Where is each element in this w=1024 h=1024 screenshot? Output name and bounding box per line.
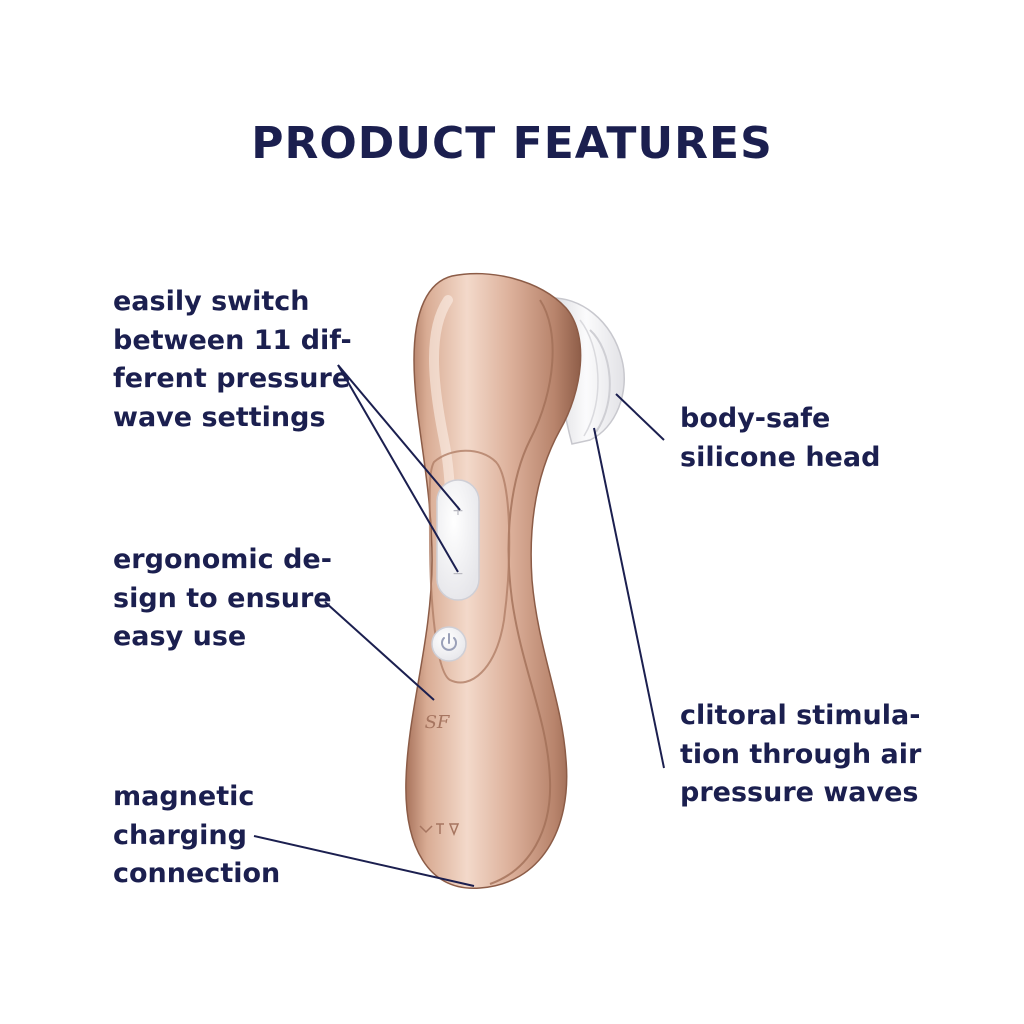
feature-label-ergonomic: ergonomic de- sign to ensure easy use	[113, 544, 332, 652]
pressure-button: + −	[436, 479, 480, 601]
leader-line-ergo	[324, 601, 435, 701]
leader-line-charge	[253, 835, 475, 887]
device-body	[405, 272, 582, 889]
power-icon	[441, 633, 457, 651]
feature-label-silicone-head: body-safe silicone head	[680, 403, 881, 473]
leader-line-stim	[593, 427, 665, 769]
feature-label-settings: easily switch between 11 dif- ferent pre…	[113, 286, 352, 433]
minus-label: −	[452, 566, 464, 582]
leader-line-settings-plus	[337, 364, 461, 511]
leader-lines	[253, 364, 665, 887]
leader-line-head	[615, 393, 665, 441]
feature-label-stimulation: clitoral stimula- tion through air press…	[680, 700, 922, 808]
leader-line-settings-minus	[337, 364, 459, 573]
plus-label: +	[452, 503, 464, 519]
power-button	[431, 626, 467, 662]
feature-label-charging: magnetic charging connection	[113, 781, 281, 889]
certification-marks	[419, 823, 460, 837]
brand-logo: SF	[425, 712, 451, 733]
page-title: PRODUCT FEATURES	[251, 118, 773, 169]
